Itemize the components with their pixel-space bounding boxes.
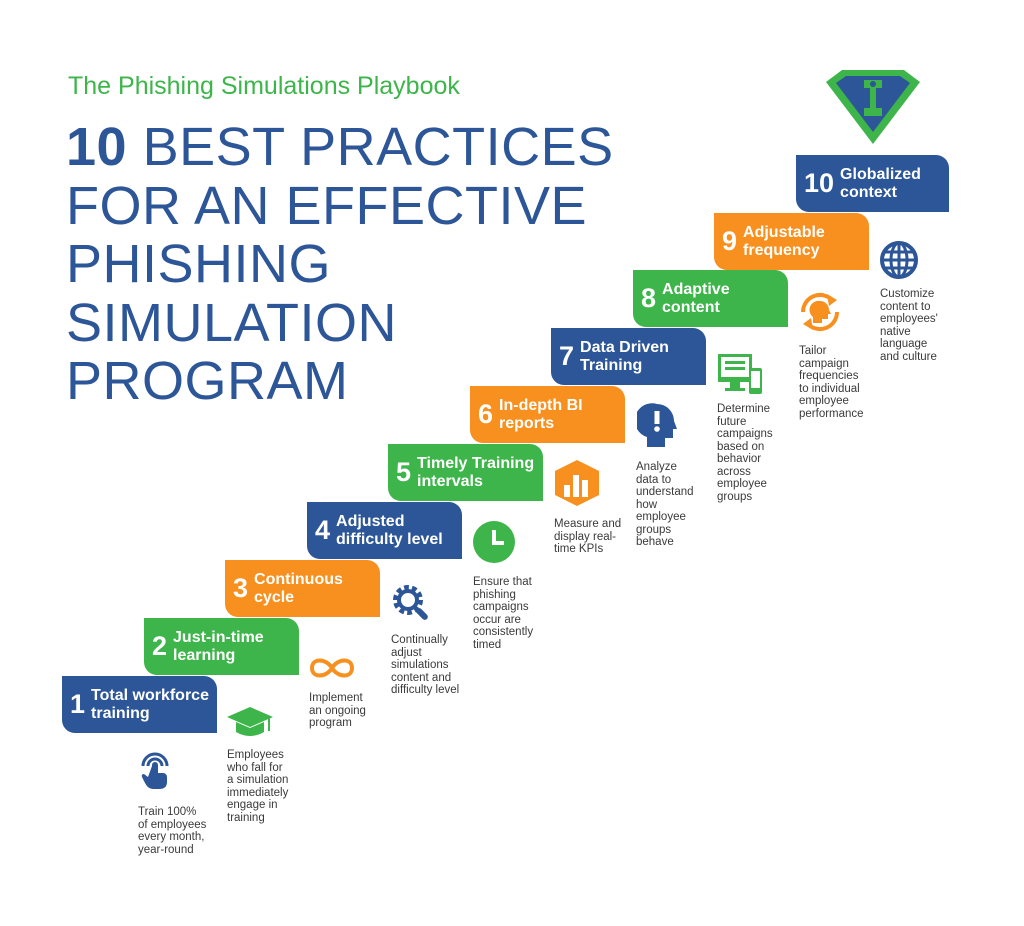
step-number: 7 (559, 341, 575, 371)
step-number: 2 (152, 631, 168, 661)
step-number: 8 (641, 283, 657, 313)
step-8-description: Determine future campaigns based on beha… (717, 403, 773, 503)
step-5-description: Ensure that phishing campaigns occur are… (473, 576, 534, 651)
step-4-description: Continually adjust simulations content a… (391, 634, 460, 696)
playbook-subtitle: The Phishing Simulations Playbook (68, 72, 460, 100)
devices-icon (717, 352, 763, 396)
shield-logo-icon (826, 70, 920, 144)
step-number: 6 (478, 399, 494, 429)
step-label: Just-in-time learning (173, 628, 264, 664)
step-label: Total workforce training (91, 686, 209, 722)
step-label: Adjustable frequency (743, 223, 825, 259)
step-number: 5 (396, 457, 412, 487)
graduation-cap-icon (226, 705, 274, 741)
page-title: 10 BEST PRACTICES FOR AN EFFECTIVE PHISH… (66, 118, 614, 411)
bar-chart-icon (554, 459, 600, 507)
step-label: Timely Training intervals (417, 454, 535, 490)
step-3-description: Implement an ongoing program (309, 692, 366, 729)
step-label: Data Driven Training (580, 338, 669, 374)
step-number: 1 (70, 689, 86, 719)
step-label: Globalized context (840, 165, 921, 201)
step-10-description: Customize content to employees' native l… (880, 288, 938, 363)
touch-icon (137, 748, 173, 790)
step-label: Adjusted difficulty level (336, 512, 443, 548)
title-line-4: SIMULATION (66, 292, 398, 353)
title-line-5: PROGRAM (66, 351, 349, 411)
step-number: 9 (722, 226, 738, 256)
title-line-2: FOR AN EFFECTIVE (66, 175, 588, 236)
title-line-3: PHISHING (66, 234, 332, 294)
infinity-icon (308, 654, 356, 682)
step-7-description: Analyze data to understand how employee … (636, 461, 694, 548)
step-label: Continuous cycle (254, 570, 343, 606)
head-refresh-icon (797, 290, 843, 334)
step-label: Adaptive content (662, 280, 730, 316)
clock-icon (472, 520, 516, 564)
step-number: 10 (804, 168, 835, 198)
title-number: 10 (66, 117, 128, 177)
step-label: In-depth BI reports (499, 396, 583, 432)
step-6-description: Measure and display real- time KPIs (554, 518, 622, 555)
step-2-description: Employees who fall for a simulation imme… (227, 749, 289, 824)
step-1-description: Train 100% of employees every month, yea… (138, 806, 207, 856)
step-number: 4 (315, 515, 331, 545)
gear-wrench-icon (390, 582, 432, 624)
step-number: 3 (233, 573, 249, 603)
step-9-description: Tailor campaign frequencies to individua… (799, 345, 864, 420)
globe-icon (879, 240, 919, 280)
title-line-1: BEST PRACTICES (127, 117, 614, 177)
head-alert-icon (634, 402, 677, 448)
